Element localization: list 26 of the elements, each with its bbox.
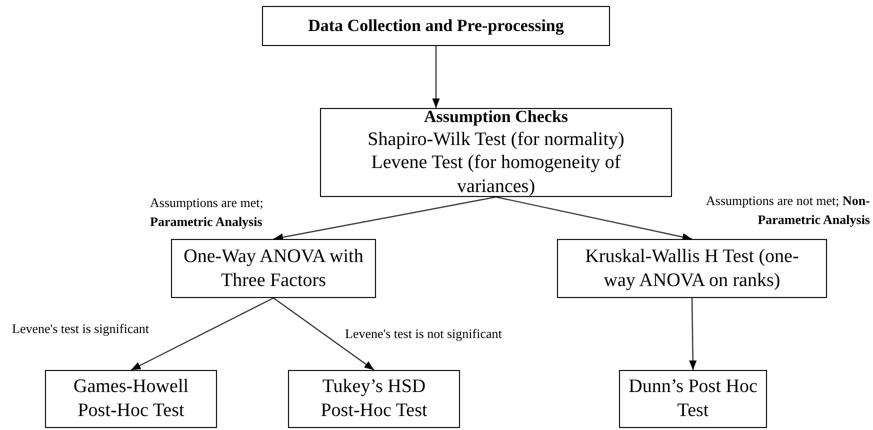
arrow	[432, 46, 440, 108]
arrow	[273, 298, 374, 370]
box-text: Dunn’s Post Hoc Test	[628, 375, 758, 423]
box-heading: Assumption Checks	[424, 106, 568, 128]
process-box	[262, 6, 610, 46]
box-text: Kruskal-Wallis H Test (one-way ANOVA on ranks)	[584, 244, 800, 292]
arrow	[496, 196, 692, 241]
arrow	[273, 196, 496, 241]
edge-label: Assumptions are met; Parametric Analysis	[150, 194, 264, 231]
process-box	[45, 370, 217, 428]
box-text: Games-Howell Post-Hoc Test	[72, 375, 190, 423]
process-box	[171, 239, 376, 298]
box-text: Tukey’s HSD Post-Hoc Test	[320, 375, 428, 423]
box-text: Levene Test (for homogeneity of variances)	[370, 151, 622, 199]
edge-label: Levene's test is significant	[12, 320, 150, 338]
box-text: One-Way ANOVA with Three Factors	[182, 244, 364, 292]
box-text: Data Collection and Pre-processing	[308, 15, 564, 37]
process-box	[619, 370, 767, 428]
process-box	[288, 370, 460, 428]
arrow	[130, 297, 274, 371]
process-box	[320, 108, 672, 197]
arrow	[689, 298, 697, 370]
edge-label: Assumptions are not met; Non-Parametric Analysis	[705, 192, 870, 229]
process-box	[557, 239, 827, 298]
box-text: Shapiro-Wilk Test (for normality)	[368, 128, 624, 152]
edge-label: Levene's test is not significant	[345, 325, 503, 343]
